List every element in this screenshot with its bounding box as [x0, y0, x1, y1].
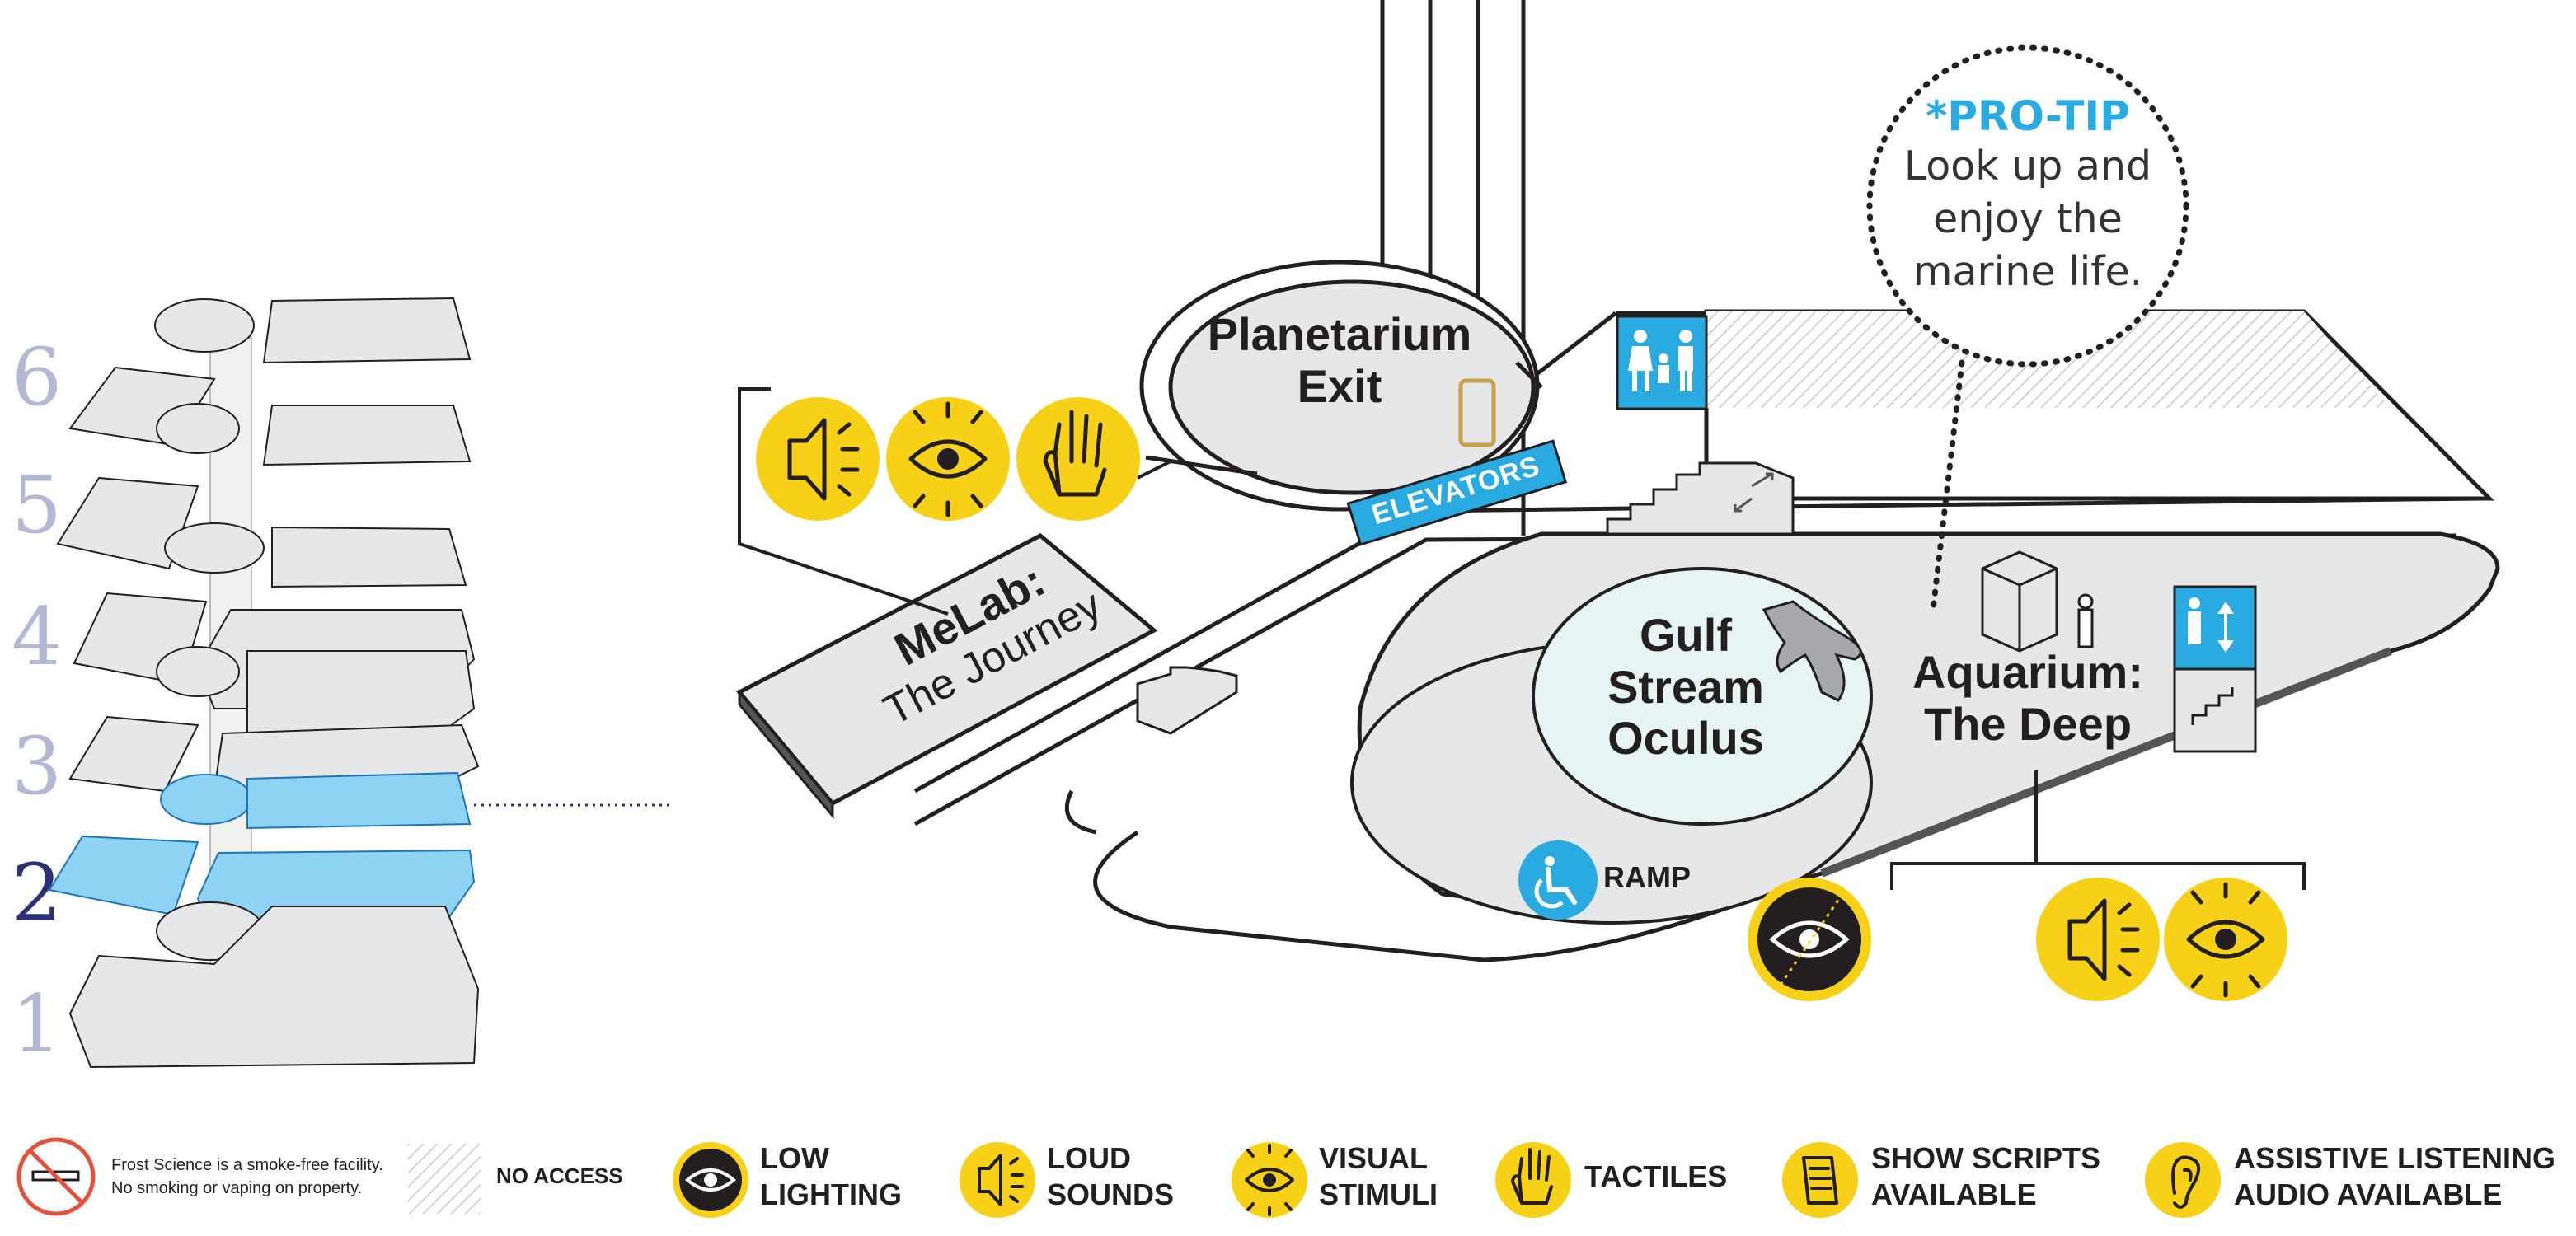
- loud-sounds-line1: LOUD: [1047, 1140, 1131, 1175]
- ramp-label: RAMP: [1603, 860, 1691, 894]
- floor-number-6[interactable]: 6: [12, 331, 63, 424]
- legend-smoke-free: Frost Science is a smoke-free facility. …: [111, 1117, 383, 1236]
- legend-loud-sounds: LOUD SOUNDS: [1047, 1117, 1174, 1236]
- assistive-line1: ASSISTIVE LISTENING: [2234, 1140, 2556, 1175]
- legend-visual-stimuli-icon: [1232, 1142, 1307, 1218]
- low-lighting-line1: LOW: [760, 1140, 829, 1175]
- aquarium-callout: [1890, 770, 2306, 890]
- planetarium-exit-area[interactable]: [1139, 260, 1543, 512]
- elevator-door[interactable]: [1458, 378, 1496, 447]
- legend-low-lighting: LOW LIGHTING: [760, 1117, 902, 1236]
- floor-number-3[interactable]: 3: [12, 720, 63, 812]
- pro-tip-circle: [1866, 44, 2189, 368]
- elevators-tag: [1346, 439, 1568, 546]
- aquarium-line2: The Deep: [1923, 697, 2133, 750]
- aquarium-loud-sounds-icon: [2036, 878, 2160, 1001]
- smoke-free-line1: Frost Science is a smoke-free facility.: [111, 1155, 383, 1174]
- pro-tip-line2: enjoy the: [1933, 195, 2123, 242]
- aquarium-visual-stimuli-icon: [2164, 878, 2287, 1001]
- aquarium-line1: Aquarium:: [1912, 646, 2143, 698]
- small-stairs-icon[interactable]: [1136, 666, 1238, 735]
- melab-loud-sounds-icon: [756, 397, 880, 521]
- melab-platform[interactable]: [736, 533, 1158, 820]
- show-scripts-line2: AVAILABLE: [1871, 1177, 2037, 1211]
- planetarium-exit-line1: Planetarium: [1207, 308, 1472, 360]
- legend-loud-sounds-icon: [960, 1142, 1035, 1218]
- floor-5-shape[interactable]: [56, 403, 472, 570]
- tactiles-label: TACTILES: [1584, 1159, 1728, 1193]
- floor-number-5[interactable]: 5: [12, 459, 63, 551]
- stairs-icon[interactable]: [1606, 461, 1795, 536]
- assistive-line2: AUDIO AVAILABLE: [2234, 1177, 2503, 1211]
- legend-visual-stimuli: VISUAL STIMULI: [1319, 1117, 1438, 1236]
- shark-icon: [1762, 600, 1862, 702]
- pro-tip: *PRO-TIP Look up and enjoy the marine li…: [1875, 92, 2180, 298]
- aquarium-tank-icon: [1981, 550, 2094, 653]
- melab-callout: [738, 387, 1171, 616]
- aquarium-label: Aquarium: The Deep: [1875, 646, 2180, 750]
- planetarium-exit-line2: Exit: [1297, 359, 1382, 412]
- legend-assistive-listening-icon: [2145, 1142, 2221, 1218]
- no-access-swatch: [408, 1144, 481, 1214]
- floor-number-2[interactable]: 2: [12, 847, 63, 939]
- aquarium-low-lighting-icon: [1748, 878, 1871, 1001]
- pro-tip-leader: [1930, 359, 1965, 613]
- legend: Frost Science is a smoke-free facility. …: [0, 1117, 2576, 1236]
- legend-show-scripts: SHOW SCRIPTS AVAILABLE: [1871, 1117, 2100, 1236]
- loud-sounds-line2: SOUNDS: [1047, 1177, 1175, 1211]
- melab-tactiles-icon: [1016, 397, 1140, 521]
- floor-1-shape[interactable]: [68, 901, 480, 1069]
- melab-visual-stimuli-icon: [886, 397, 1010, 521]
- legend-tactiles: TACTILES: [1584, 1117, 1727, 1236]
- oculus-line1: Gulf: [1640, 609, 1732, 661]
- planetarium-exit-label: Planetarium Exit: [1187, 308, 1492, 412]
- pro-tip-heading: *PRO-TIP: [1926, 92, 2130, 140]
- floor-number-4[interactable]: 4: [12, 591, 63, 683]
- oculus-line3: Oculus: [1607, 712, 1764, 765]
- pro-tip-line1: Look up and: [1903, 143, 2152, 190]
- no-smoking-icon: [16, 1137, 96, 1216]
- visual-stimuli-line1: VISUAL: [1319, 1140, 1429, 1175]
- legend-show-scripts-icon: [1782, 1142, 1858, 1218]
- floor-number-1[interactable]: 1: [12, 978, 63, 1070]
- restroom-elevator-sign[interactable]: [2173, 585, 2257, 753]
- legend-no-access: NO ACCESS: [496, 1117, 623, 1236]
- legend-assistive-listening: ASSISTIVE LISTENING AUDIO AVAILABLE: [2234, 1117, 2555, 1236]
- family-restroom-icon[interactable]: [1616, 315, 1708, 410]
- wheelchair-icon[interactable]: [1518, 840, 1598, 920]
- show-scripts-line1: SHOW SCRIPTS: [1871, 1140, 2101, 1175]
- pro-tip-line3: marine life.: [1912, 248, 2143, 295]
- smoke-free-line2: No smoking or vaping on property.: [111, 1178, 363, 1197]
- no-access-label: NO ACCESS: [496, 1163, 623, 1188]
- floor-3-shape[interactable]: [68, 646, 480, 793]
- legend-low-lighting-icon: [673, 1142, 748, 1218]
- visual-stimuli-line2: STIMULI: [1319, 1177, 1438, 1211]
- low-lighting-line2: LIGHTING: [760, 1177, 902, 1211]
- legend-tactiles-icon: [1495, 1142, 1571, 1218]
- floor-stack: [48, 297, 480, 1069]
- oculus-label: Gulf Stream Oculus: [1574, 609, 1797, 765]
- oculus-line2: Stream: [1607, 660, 1764, 713]
